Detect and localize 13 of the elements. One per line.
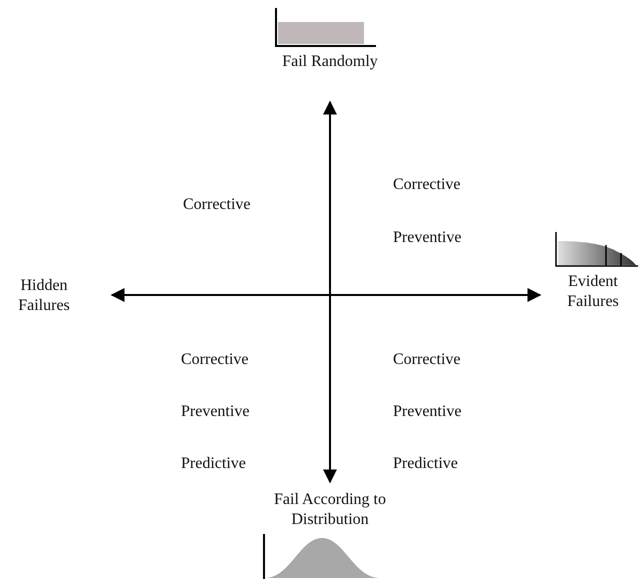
- axis-label: Fail Randomly: [281, 52, 379, 72]
- strategy-label: Corrective: [393, 175, 462, 195]
- strategy-label: Corrective: [183, 195, 252, 215]
- axis-label: Hidden Failures: [17, 276, 71, 316]
- axis-label: Fail According to Distribution: [273, 490, 387, 530]
- strategy-label: Corrective: [393, 350, 462, 370]
- strategy-label: Preventive: [181, 402, 250, 422]
- strategy-label: Corrective: [181, 350, 250, 370]
- strategy-label: Predictive: [181, 454, 247, 474]
- strategy-label: Preventive: [393, 228, 462, 248]
- strategy-label: Preventive: [393, 402, 462, 422]
- strategy-label: Predictive: [393, 454, 459, 474]
- axis-label: Evident Failures: [566, 272, 620, 312]
